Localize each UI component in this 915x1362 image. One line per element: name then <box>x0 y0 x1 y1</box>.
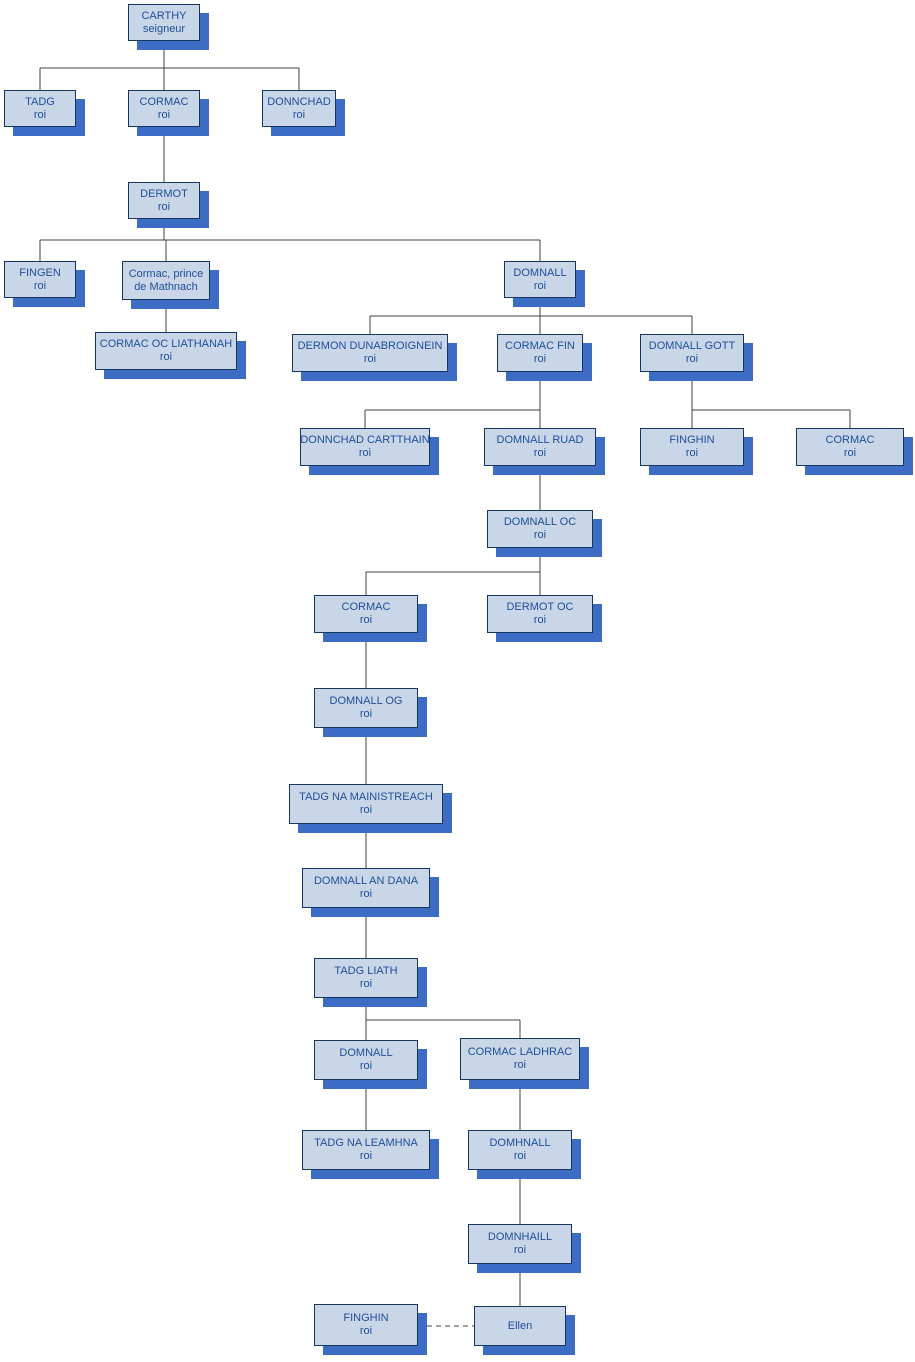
node-subtitle: roi <box>359 804 373 816</box>
node-subtitle: roi <box>359 614 373 626</box>
node-subtitle: roi <box>33 108 47 121</box>
node-name: DOMNHAILL <box>487 1231 553 1243</box>
node-subtitle: roi <box>359 978 373 990</box>
tree-node-domnall-og: DOMNALL OG roi <box>314 688 418 728</box>
node-name: DERMON DUNABROIGNEIN <box>297 340 443 352</box>
node-name: CORMAC FIN <box>505 340 575 352</box>
tree-node-cormac-line: CORMAC roi <box>314 595 418 633</box>
node-subtitle: roi <box>533 353 547 365</box>
tree-node-tadg: TADG roi <box>4 90 76 127</box>
node-name: DERMOT <box>140 187 188 200</box>
tree-node-tadg-liath: TADG LIATH roi <box>314 958 418 998</box>
node-name: DOMHNALL <box>489 1137 551 1149</box>
node-name: Cormac, prince <box>128 267 204 280</box>
node-name: FINGHIN <box>669 434 715 446</box>
tree-node-domnall-an-dana: DOMNALL AN DANA roi <box>302 868 430 908</box>
node-name: DONNCHAD <box>267 95 331 108</box>
node-subtitle: seigneur <box>142 22 186 35</box>
node-name: Ellen <box>507 1319 533 1332</box>
tree-node-domnall-gott: DOMNALL GOTT roi <box>640 334 744 372</box>
node-name: DONNCHAD CARTTHAIN <box>300 434 430 446</box>
node-name: DOMNALL RUAD <box>496 434 584 446</box>
node-subtitle: roi <box>513 1150 527 1162</box>
node-subtitle: roi <box>359 1060 373 1072</box>
tree-node-carthy: CARTHY seigneur <box>128 4 200 41</box>
tree-node-domnall-ruad: DOMNALL RUAD roi <box>484 428 596 466</box>
tree-node-donnchad: DONNCHAD roi <box>262 90 336 127</box>
node-name: DOMNALL <box>513 266 567 279</box>
node-subtitle: roi <box>843 447 857 459</box>
node-name: DOMNALL OG <box>329 695 403 707</box>
tree-node-cormac-fin: CORMAC FIN roi <box>497 334 583 372</box>
node-subtitle: roi <box>685 447 699 459</box>
node-name: CORMAC LADHRAC <box>467 1046 573 1058</box>
tree-node-tadg-na-mainistreach: TADG NA MAINISTREACH roi <box>289 784 443 824</box>
node-subtitle: roi <box>292 108 306 121</box>
tree-node-domnall: DOMNALL roi <box>504 261 576 298</box>
node-name: CORMAC OC LIATHANAH <box>99 338 233 350</box>
node-subtitle: roi <box>359 1150 373 1162</box>
node-name: DOMNALL GOTT <box>648 340 736 352</box>
tree-node-donnchad-cartthain: DONNCHAD CARTTHAIN roi <box>300 428 430 466</box>
node-subtitle: roi <box>685 353 699 365</box>
tree-node-ellen: Ellen <box>474 1306 566 1346</box>
node-name: DOMNALL AN DANA <box>313 875 419 887</box>
node-name: DOMNALL <box>339 1047 393 1059</box>
tree-node-finghin-gott: FINGHIN roi <box>640 428 744 466</box>
tree-node-dermot: DERMOT roi <box>128 182 200 219</box>
node-subtitle: roi <box>533 447 547 459</box>
tree-node-domnhaill: DOMNHAILL roi <box>468 1224 572 1264</box>
node-name: CORMAC <box>341 601 391 613</box>
tree-node-tadg-na-leamhna: TADG NA LEAMHNA roi <box>302 1130 430 1170</box>
node-name: CORMAC <box>139 95 189 108</box>
node-subtitle: roi <box>358 447 372 459</box>
tree-node-finghin-2: FINGHIN roi <box>314 1304 418 1346</box>
node-name: TADG <box>25 95 55 108</box>
node-subtitle: roi <box>533 279 547 292</box>
tree-node-cormac-east: CORMAC roi <box>796 428 904 466</box>
node-subtitle: roi <box>533 529 547 541</box>
tree-node-dermot-oc: DERMOT OC roi <box>487 595 593 633</box>
node-subtitle: roi <box>157 200 171 213</box>
node-subtitle: roi <box>157 108 171 121</box>
node-subtitle: roi <box>33 279 47 292</box>
tree-node-cormac: CORMAC roi <box>128 90 200 127</box>
node-name: TADG NA MAINISTREACH <box>299 791 433 803</box>
node-subtitle: roi <box>513 1244 527 1256</box>
node-name: CORMAC <box>825 434 875 446</box>
tree-node-domhnall: DOMHNALL roi <box>468 1130 572 1170</box>
node-subtitle: de Mathnach <box>134 280 198 293</box>
node-subtitle: roi <box>513 1059 527 1071</box>
node-name: TADG NA LEAMHNA <box>314 1137 418 1149</box>
tree-node-cormac-ladhrac: CORMAC LADHRAC roi <box>460 1038 580 1080</box>
node-name: FINGHIN <box>343 1312 389 1324</box>
tree-node-fingen: FINGEN roi <box>4 261 76 298</box>
node-name: DERMOT OC <box>506 601 574 613</box>
tree-node-cormac-oc-liathanah: CORMAC OC LIATHANAH roi <box>95 332 237 370</box>
node-subtitle: roi <box>363 353 377 365</box>
tree-node-cormac-prince: Cormac, prince de Mathnach <box>122 261 210 300</box>
node-name: TADG LIATH <box>334 965 398 977</box>
node-subtitle: roi <box>359 888 373 900</box>
tree-node-domnall-2: DOMNALL roi <box>314 1040 418 1080</box>
node-subtitle: roi <box>159 351 173 363</box>
node-name: FINGEN <box>19 266 61 279</box>
node-subtitle: roi <box>359 1325 373 1337</box>
node-name: DOMNALL OC <box>503 516 577 528</box>
node-name: CARTHY <box>141 9 187 22</box>
node-subtitle: roi <box>533 614 547 626</box>
node-subtitle: roi <box>359 708 373 720</box>
tree-node-domnall-oc: DOMNALL OC roi <box>487 510 593 548</box>
tree-node-dermon-dunabroignein: DERMON DUNABROIGNEIN roi <box>292 334 448 372</box>
